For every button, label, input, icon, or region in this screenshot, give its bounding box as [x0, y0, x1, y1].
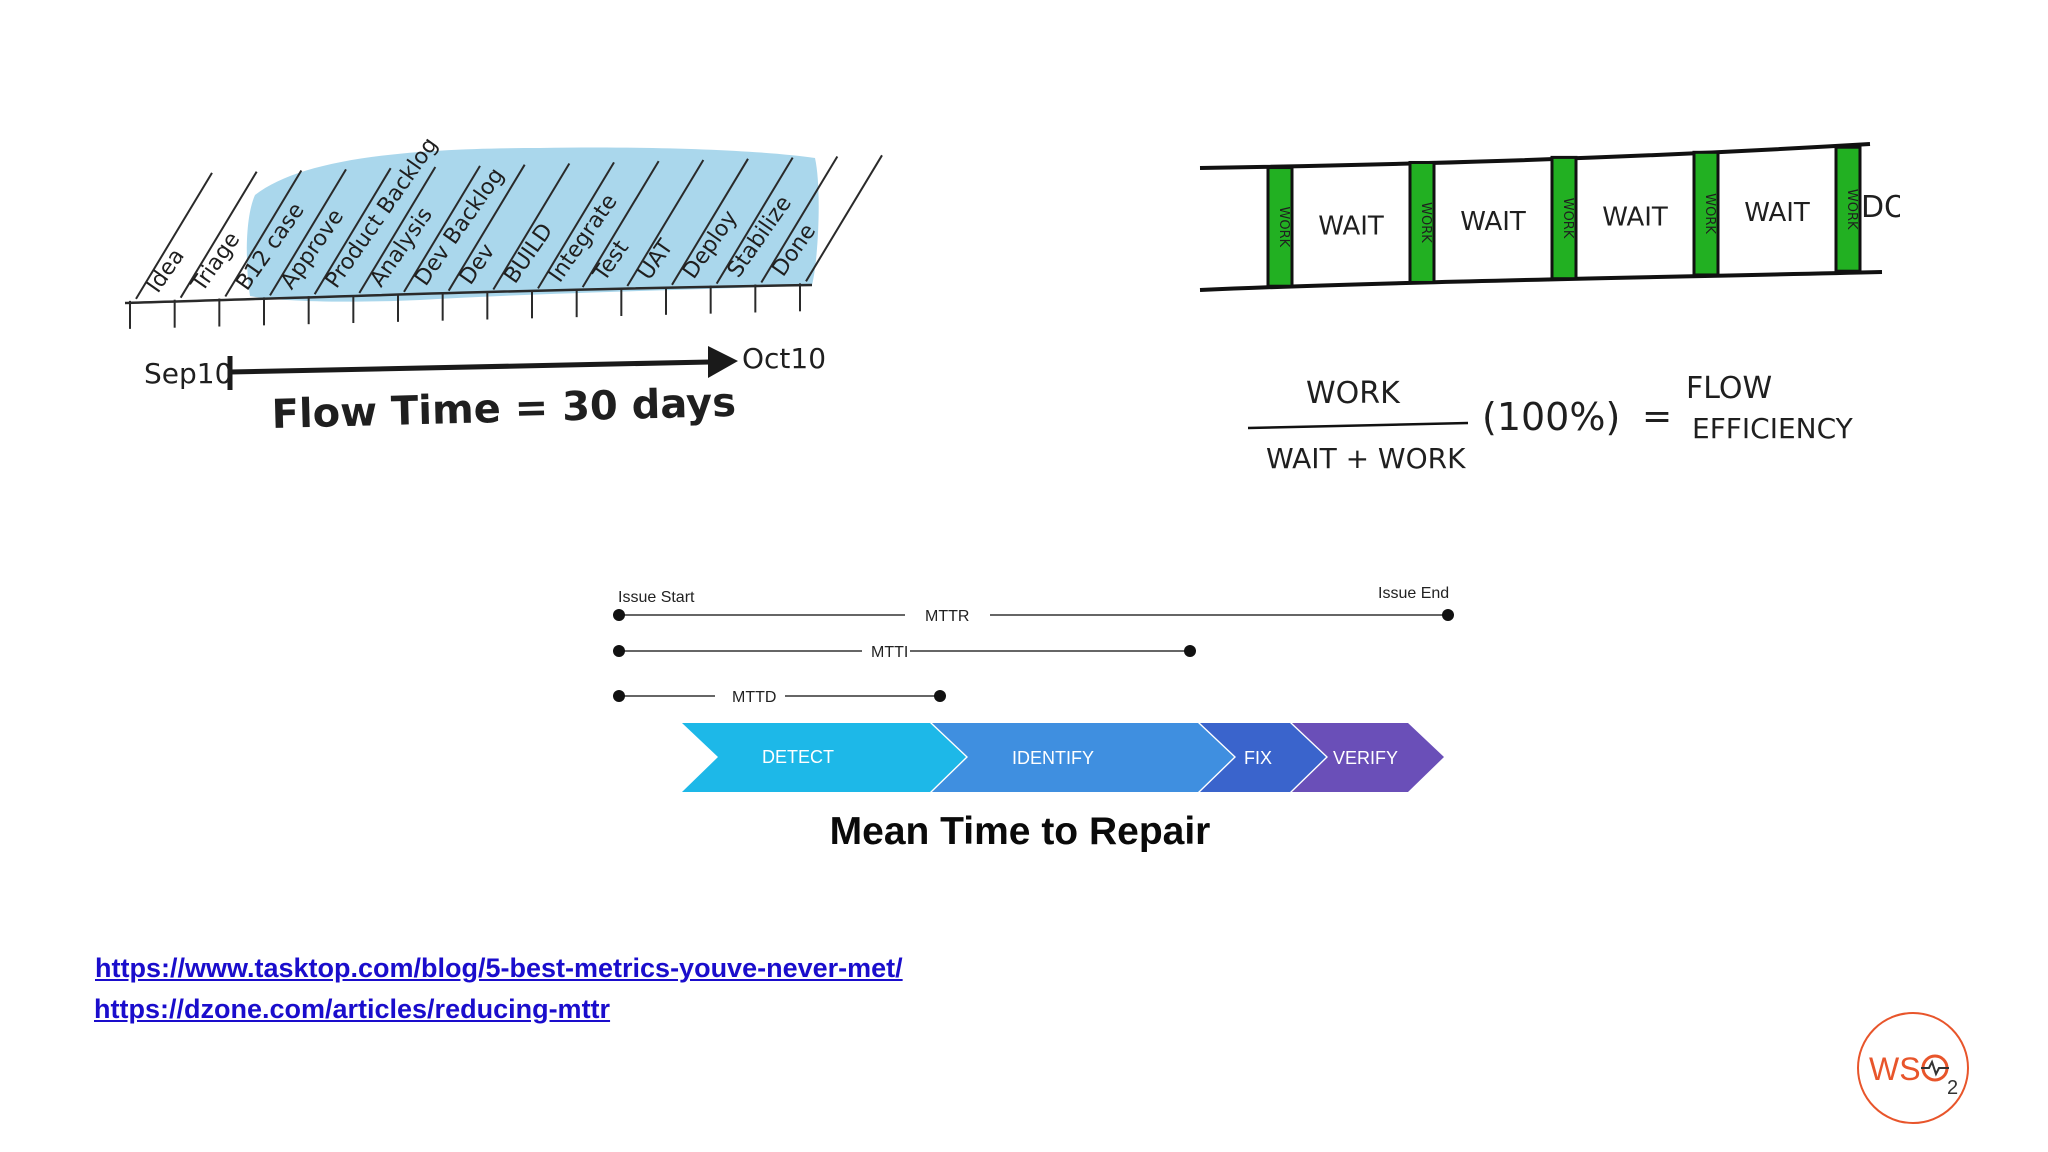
phase-verify	[1292, 723, 1444, 792]
wait-segment-label: WAIT	[1460, 207, 1526, 237]
wso2-logo-ring	[1857, 1012, 1969, 1124]
issue-end-label: Issue End	[1378, 585, 1449, 602]
flow-start-label: Sep10	[144, 357, 232, 390]
flow-time-arrowhead	[708, 346, 738, 378]
work-segment	[1834, 145, 1862, 273]
mttr-title: Mean Time to Repair	[829, 810, 1211, 853]
work-segment	[1550, 155, 1578, 281]
formula-result-line1: FLOW	[1686, 371, 1772, 406]
formula-result-line2: EFFICIENCY	[1692, 412, 1854, 445]
phase-identify	[932, 723, 1234, 792]
work-segment-label: WORK	[1702, 193, 1717, 234]
phase-verify-label: VERIFY	[1333, 748, 1398, 768]
formula-multiplier: (100%)	[1482, 395, 1620, 439]
wso2-logo-text: WS	[1869, 1051, 1921, 1087]
efficiency-segments: WORKWAITWORKWAITWORKWAITWORKWAITWORKDONE	[1266, 145, 1900, 288]
flow-efficiency-diagram: WORKWAITWORKWAITWORKWAITWORKWAITWORKDONE…	[1199, 142, 1900, 475]
wait-segment-label: WAIT	[1318, 211, 1384, 241]
stage-divider	[447, 164, 526, 292]
stage-divider	[224, 170, 303, 298]
mttr-start-dot	[613, 609, 625, 621]
phase-detect	[682, 723, 966, 792]
phase-identify-label: IDENTIFY	[1012, 748, 1094, 768]
wso2-logo-pulse	[1921, 1059, 1949, 1077]
stage-label: Idea	[142, 244, 190, 297]
stage-divider	[671, 158, 749, 286]
stage-divider	[581, 160, 660, 288]
work-segment-label: WORK	[1418, 202, 1433, 243]
dzone-link[interactable]: https://dzone.com/articles/reducing-mttr	[94, 994, 611, 1024]
mttd-end-dot	[934, 690, 946, 702]
work-segment	[1692, 150, 1720, 277]
wso2-logo: WS 2	[1857, 1012, 1969, 1124]
flow-baseline	[124, 283, 813, 305]
stage-divider	[135, 172, 213, 300]
phase-fix-label: FIX	[1244, 748, 1272, 768]
wso2-logo-subscript: 2	[1947, 1077, 1958, 1099]
stage-divider	[269, 168, 347, 296]
stage-divider	[403, 165, 481, 293]
formula-fraction-bar	[1247, 421, 1469, 430]
mttr-diagram: Issue Start Issue End MTTR MTTI MTTD DET…	[613, 585, 1454, 792]
phase-fix	[1200, 723, 1326, 792]
efficiency-bottom-rail	[1199, 270, 1883, 292]
done-segment-label: DONE	[1861, 190, 1900, 225]
work-segment	[1266, 166, 1294, 288]
flow-time-caption: Flow Time = 30 days	[271, 380, 736, 438]
work-segment-label: WORK	[1560, 198, 1575, 239]
stage-divider	[358, 166, 437, 294]
wait-segment-label: WAIT	[1744, 198, 1810, 228]
formula-numerator: WORK	[1306, 376, 1401, 411]
efficiency-top-rail	[1199, 142, 1871, 170]
flow-time-arrow	[229, 359, 711, 375]
mttr-end-dot	[1442, 609, 1454, 621]
formula-equals: =	[1642, 396, 1672, 437]
mtti-start-dot	[613, 645, 625, 657]
issue-start-label: Issue Start	[618, 589, 695, 606]
stage-ticks	[129, 283, 801, 329]
tasktop-link[interactable]: https://www.tasktop.com/blog/5-best-metr…	[95, 953, 903, 983]
stage-divider	[313, 167, 392, 295]
mttd-start-dot	[613, 690, 625, 702]
stage-divider	[760, 155, 839, 284]
mtti-line-label: MTTI	[871, 644, 908, 661]
stage-divider	[626, 159, 705, 287]
stage-divider	[179, 171, 258, 299]
stage-divider	[492, 162, 571, 291]
stage-divider	[537, 161, 615, 289]
mttd-line-label: MTTD	[732, 689, 776, 706]
stage-divider	[805, 154, 883, 282]
flow-end-label: Oct10	[742, 342, 826, 375]
mttr-line-label: MTTR	[925, 608, 969, 625]
formula-denominator: WAIT + WORK	[1266, 442, 1466, 475]
work-segment-label: WORK	[1276, 207, 1291, 248]
mtti-end-dot	[1184, 645, 1196, 657]
stage-dividers	[135, 154, 883, 300]
phase-detect-label: DETECT	[762, 747, 834, 767]
work-segment	[1408, 160, 1436, 284]
stage-divider	[715, 157, 794, 285]
wait-segment-label: WAIT	[1602, 202, 1668, 232]
work-segment-label: WORK	[1844, 189, 1859, 230]
